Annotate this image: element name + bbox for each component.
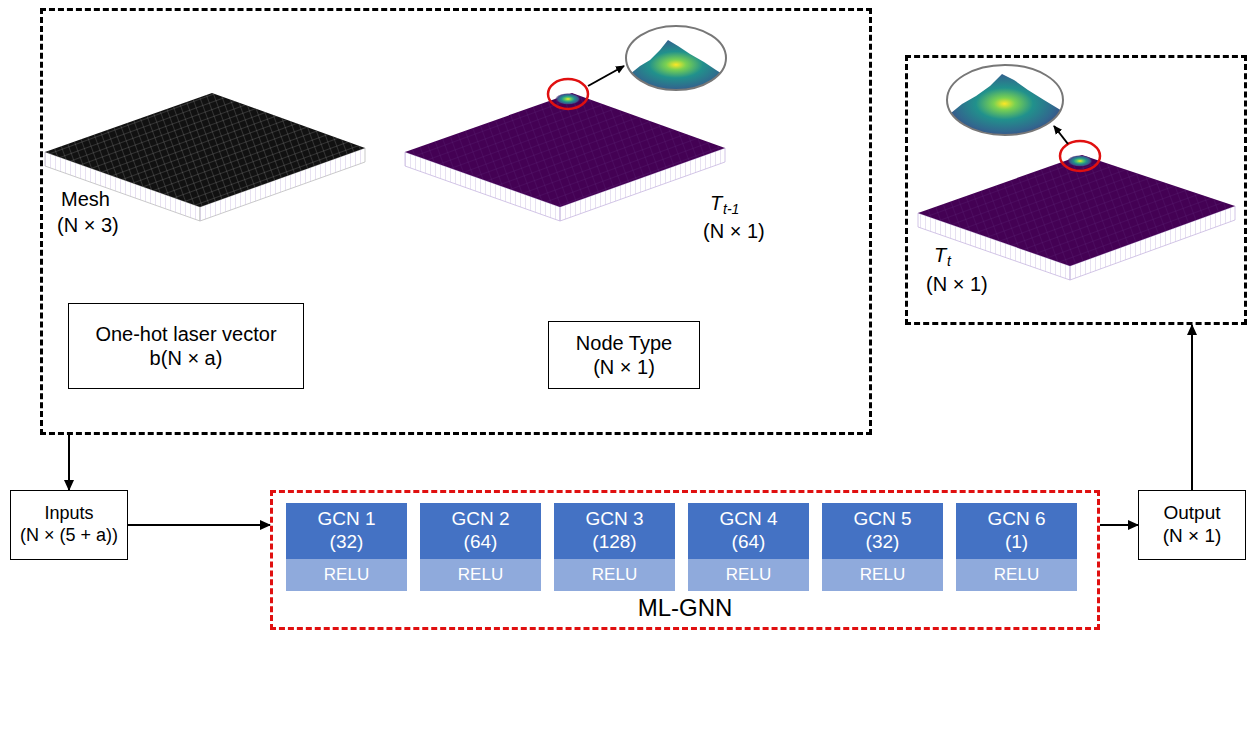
box-label: (N × 1) [1163,525,1222,548]
layer-label: GCN 1 [317,508,375,531]
dashed-panel: Mesh(N × 3)Tt-1(N × 1)One-hot laser vect… [40,8,872,435]
gcn-layer: GCN 5(32) RELU [822,503,943,591]
panel-label: (N × 1) [926,272,988,296]
group-title: ML-GNN [273,594,1097,623]
activation-label: RELU [860,565,905,585]
dashed-panel: Tt (N × 1) [905,55,1247,325]
panel-label: T [710,191,722,215]
subscript: t-1 [723,201,739,218]
data-box: One-hot laser vectorb(N × a) [68,303,304,389]
layer-label: (64) [732,531,766,554]
panel-label: T [934,243,946,267]
activation-label: RELU [994,565,1039,585]
gcn-layer: GCN 1(32) RELU [286,503,407,591]
activation-label: RELU [458,565,503,585]
flow-arrow [128,524,270,526]
activation-label: RELU [726,565,771,585]
box-label: b(N × a) [150,346,223,370]
box-label: One-hot laser vector [95,322,276,346]
layer-label: (128) [592,531,636,554]
layer-label: GCN 4 [719,508,777,531]
gcn-layer: GCN 2(64) RELU [420,503,541,591]
activation-label: RELU [324,565,369,585]
box-label: Inputs [44,503,93,525]
layer-label: GCN 6 [987,508,1045,531]
layer-label: (32) [330,531,364,554]
flow-arrow [1100,524,1138,526]
data-box: Inputs(N × (5 + a)) [10,490,128,560]
panel-label: (N × 3) [57,213,119,237]
layer-label: GCN 3 [585,508,643,531]
layer-label: (64) [464,531,498,554]
box-label: (N × 1) [593,355,655,379]
flow-arrow [68,435,70,490]
box-label: Output [1163,502,1220,525]
layer-label: (1) [1005,531,1028,554]
model-group: ML-GNNGCN 1(32)RELUGCN 2(64)RELUGCN 3(12… [270,490,1100,630]
activation-label: RELU [592,565,637,585]
panel-label: (N × 1) [703,219,765,243]
gcn-layer: GCN 4(64) RELU [688,503,809,591]
box-label: (N × (5 + a)) [20,525,118,547]
gcn-layer: GCN 6(1) RELU [956,503,1077,591]
box-label: Node Type [576,331,672,355]
layer-label: GCN 5 [853,508,911,531]
data-box: Node Type(N × 1) [548,321,700,389]
flow-arrow [1191,325,1193,490]
data-box: Output(N × 1) [1138,490,1246,560]
subscript: t [947,253,951,270]
layer-label: GCN 2 [451,508,509,531]
gcn-layer: GCN 3(128) RELU [554,503,675,591]
panel-label: Mesh [61,187,110,211]
layer-label: (32) [866,531,900,554]
